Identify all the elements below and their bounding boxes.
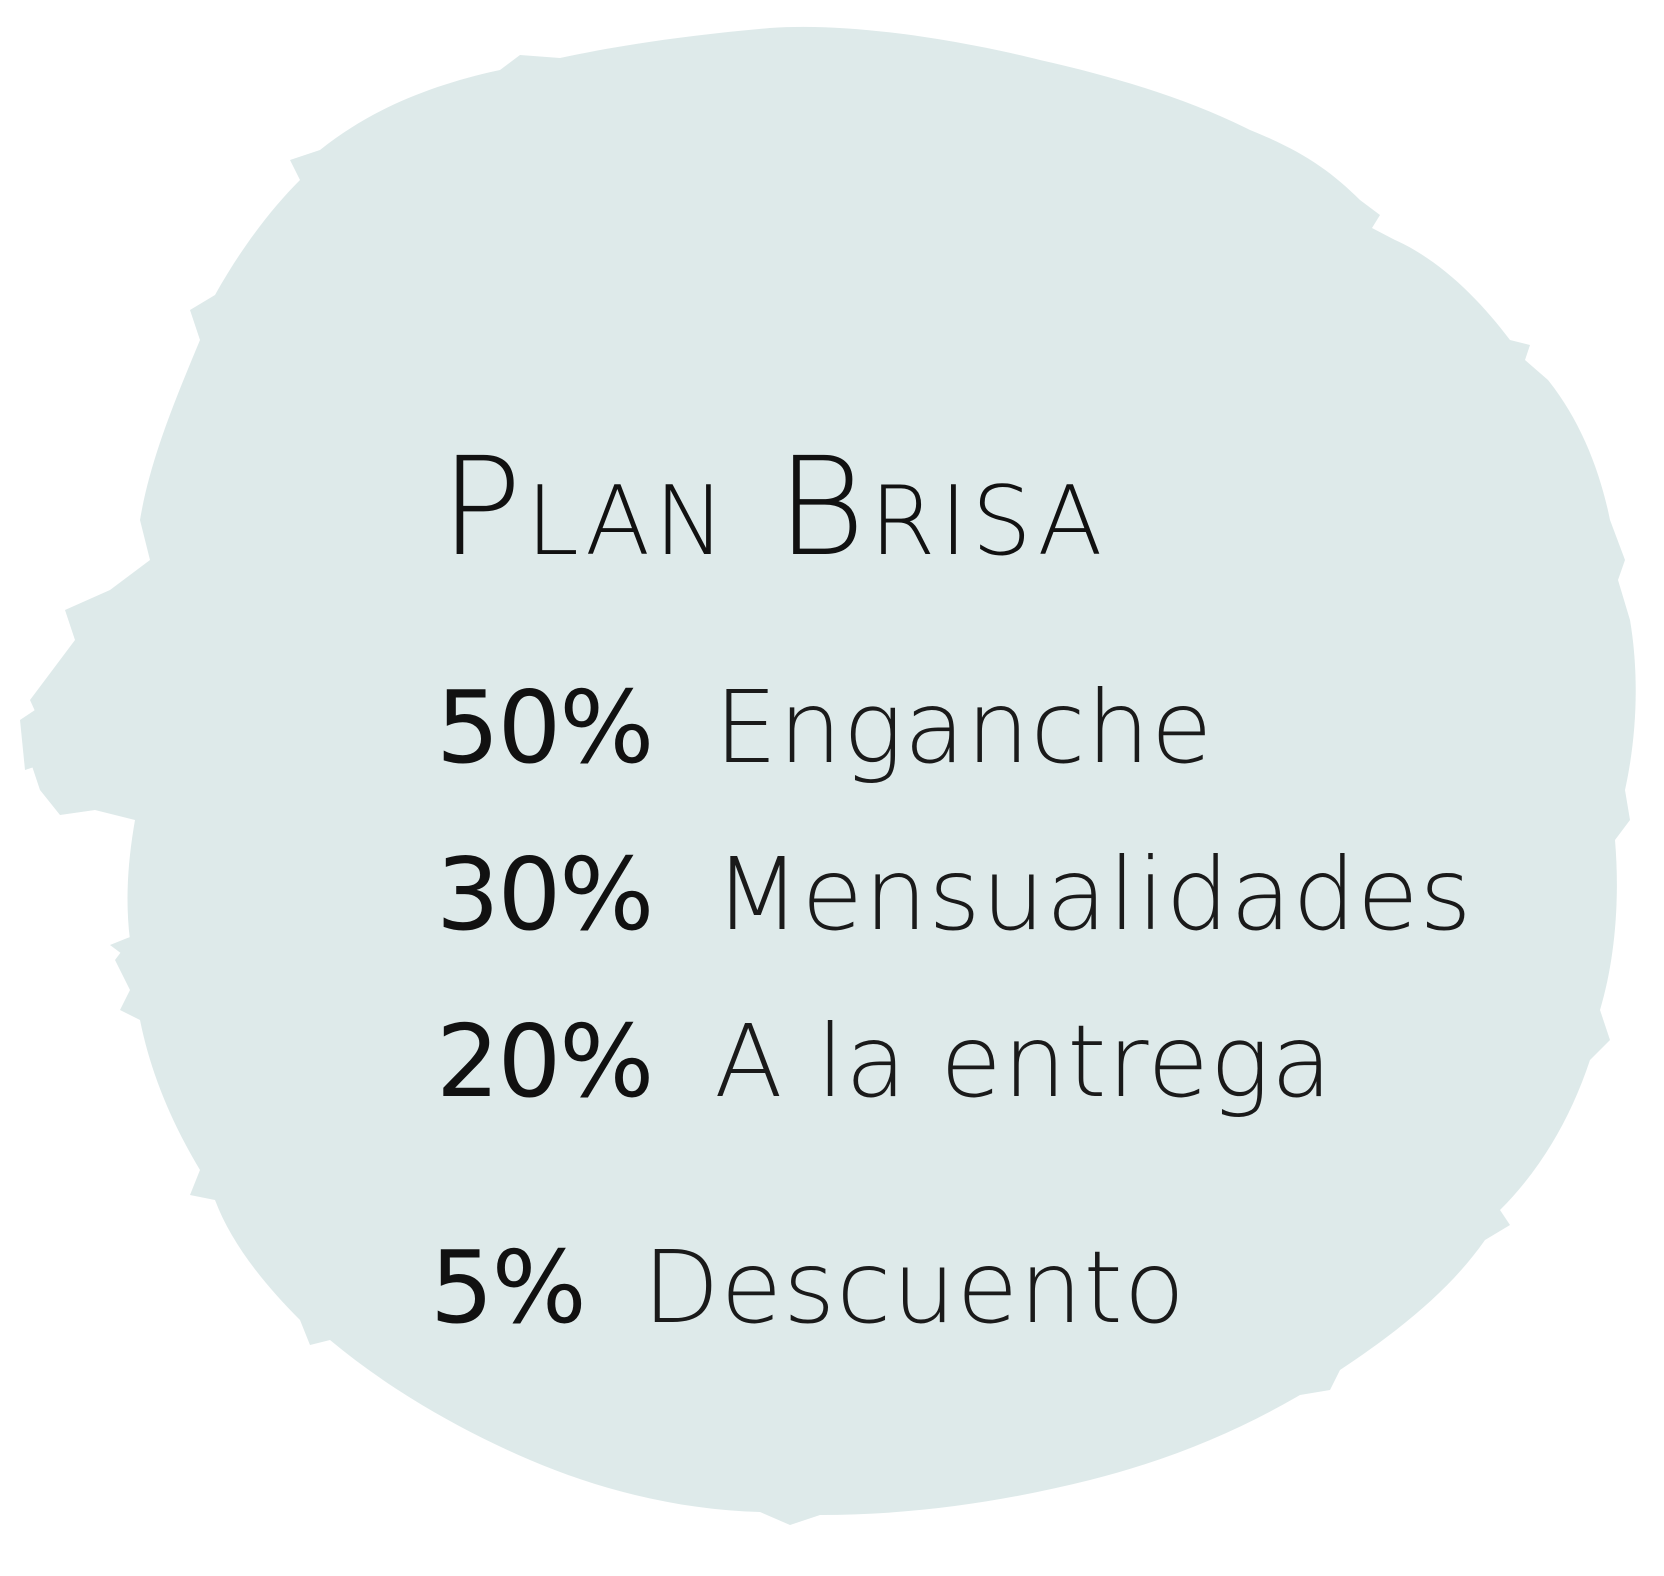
- plan-item-label: Enganche: [714, 669, 1214, 786]
- plan-item-percent: 50%: [436, 669, 654, 786]
- plan-item-percent: 30%: [436, 836, 654, 953]
- plan-item-label: Mensualidades: [714, 836, 1473, 953]
- discount-percent: 5%: [430, 1229, 587, 1346]
- plan-discount: 5%Descuento: [430, 1238, 1186, 1338]
- plan-item-label: A la entrega: [714, 1003, 1334, 1120]
- plan-item-mensualidades: 30%Mensualidades: [436, 845, 1473, 945]
- plan-item-enganche: 50%Enganche: [436, 678, 1213, 778]
- plan-title: Plan Brisa: [440, 429, 1107, 587]
- plan-item-percent: 20%: [436, 1003, 654, 1120]
- plan-item-entrega: 20%A la entrega: [436, 1012, 1333, 1112]
- discount-label: Descuento: [642, 1229, 1186, 1346]
